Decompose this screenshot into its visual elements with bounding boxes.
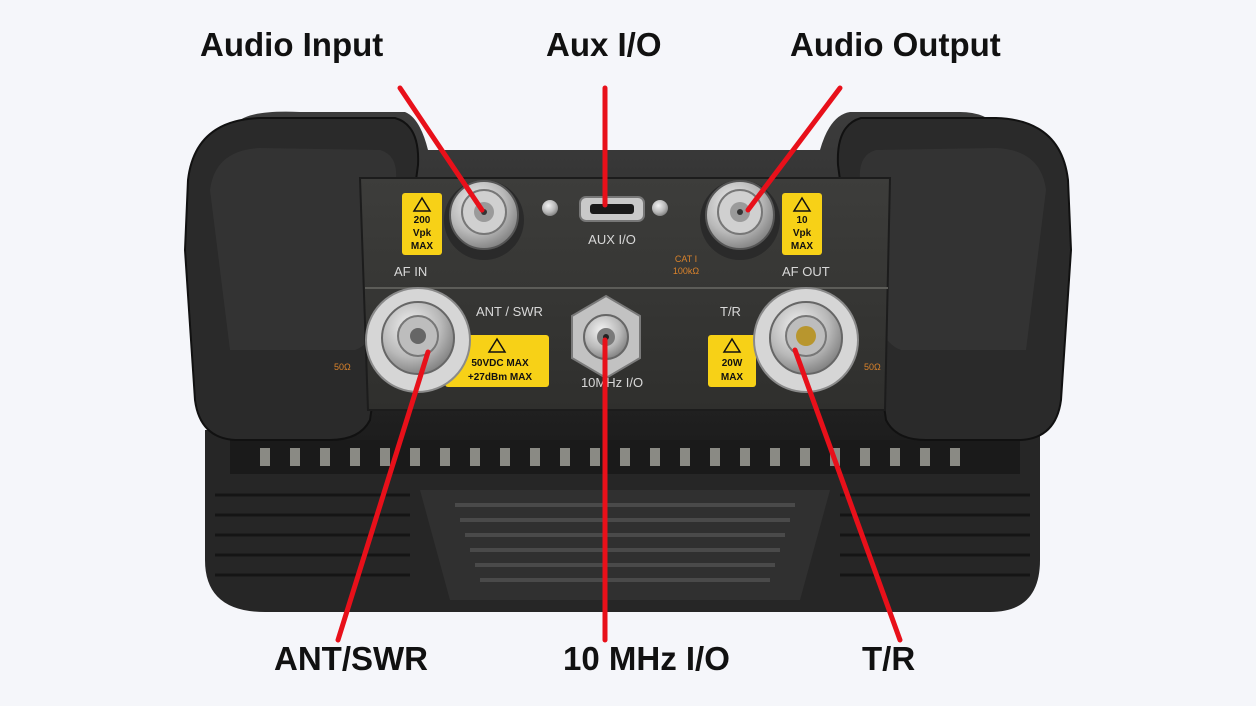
panel-label-10mhz-io: 10MHz I/O bbox=[581, 375, 643, 390]
warning-label-af-out: 10 Vpk MAX bbox=[782, 193, 822, 255]
panel-label-cat-impedance: 100kΩ bbox=[673, 266, 700, 276]
panel-label-tr: T/R bbox=[720, 304, 741, 319]
panel-label-cat: CAT I bbox=[675, 254, 697, 264]
leader-line-audio-output bbox=[745, 85, 843, 213]
warning-label-tr: 20W MAX bbox=[708, 335, 756, 387]
panel-label-ant-swr: ANT / SWR bbox=[476, 304, 543, 319]
device-lower-housing bbox=[205, 430, 1040, 612]
warning-af-in-line-3: MAX bbox=[411, 241, 434, 252]
aux-io-usb-port[interactable] bbox=[542, 196, 668, 222]
tr-n-connector[interactable] bbox=[753, 287, 859, 393]
panel-label-af-out: AF OUT bbox=[782, 264, 830, 279]
warning-af-out-line-2: Vpk bbox=[793, 228, 812, 239]
leader-line-tr bbox=[792, 347, 903, 643]
callout-ant-swr: ANT/SWR bbox=[274, 640, 428, 677]
callout-aux-io: Aux I/O bbox=[546, 26, 662, 63]
af-out-bnc-connector[interactable] bbox=[700, 180, 780, 260]
warning-af-in-line-2: Vpk bbox=[413, 228, 432, 239]
warning-label-af-in: 200 Vpk MAX bbox=[402, 193, 442, 255]
warning-tr-line-2: MAX bbox=[721, 372, 744, 383]
warning-ant-swr-line-2: +27dBm MAX bbox=[468, 372, 533, 383]
callout-tr: T/R bbox=[862, 640, 916, 677]
warning-af-in-line-1: 200 bbox=[414, 215, 431, 226]
panel-label-af-in: AF IN bbox=[394, 264, 427, 279]
callout-10mhz-io: 10 MHz I/O bbox=[563, 640, 730, 677]
leader-line-ant-swr bbox=[335, 349, 431, 643]
panel-label-50-ohm-right: 50Ω bbox=[864, 362, 881, 372]
leader-line-audio-input bbox=[397, 85, 485, 213]
warning-label-ant-swr: 50VDC MAX +27dBm MAX bbox=[445, 335, 549, 387]
warning-af-out-line-1: 10 bbox=[796, 215, 808, 226]
af-in-bnc-connector[interactable] bbox=[444, 180, 524, 260]
panel-label-50-ohm-left: 50Ω bbox=[334, 362, 351, 372]
callout-audio-input: Audio Input bbox=[200, 26, 384, 63]
ant-swr-n-connector[interactable] bbox=[365, 287, 471, 393]
warning-tr-line-1: 20W bbox=[722, 358, 743, 369]
panel-label-aux-io: AUX I/O bbox=[588, 232, 636, 247]
callout-audio-output: Audio Output bbox=[790, 26, 1001, 63]
ten-mhz-sma-connector[interactable] bbox=[571, 294, 641, 380]
warning-ant-swr-line-1: 50VDC MAX bbox=[471, 358, 529, 369]
warning-af-out-line-3: MAX bbox=[791, 241, 814, 252]
